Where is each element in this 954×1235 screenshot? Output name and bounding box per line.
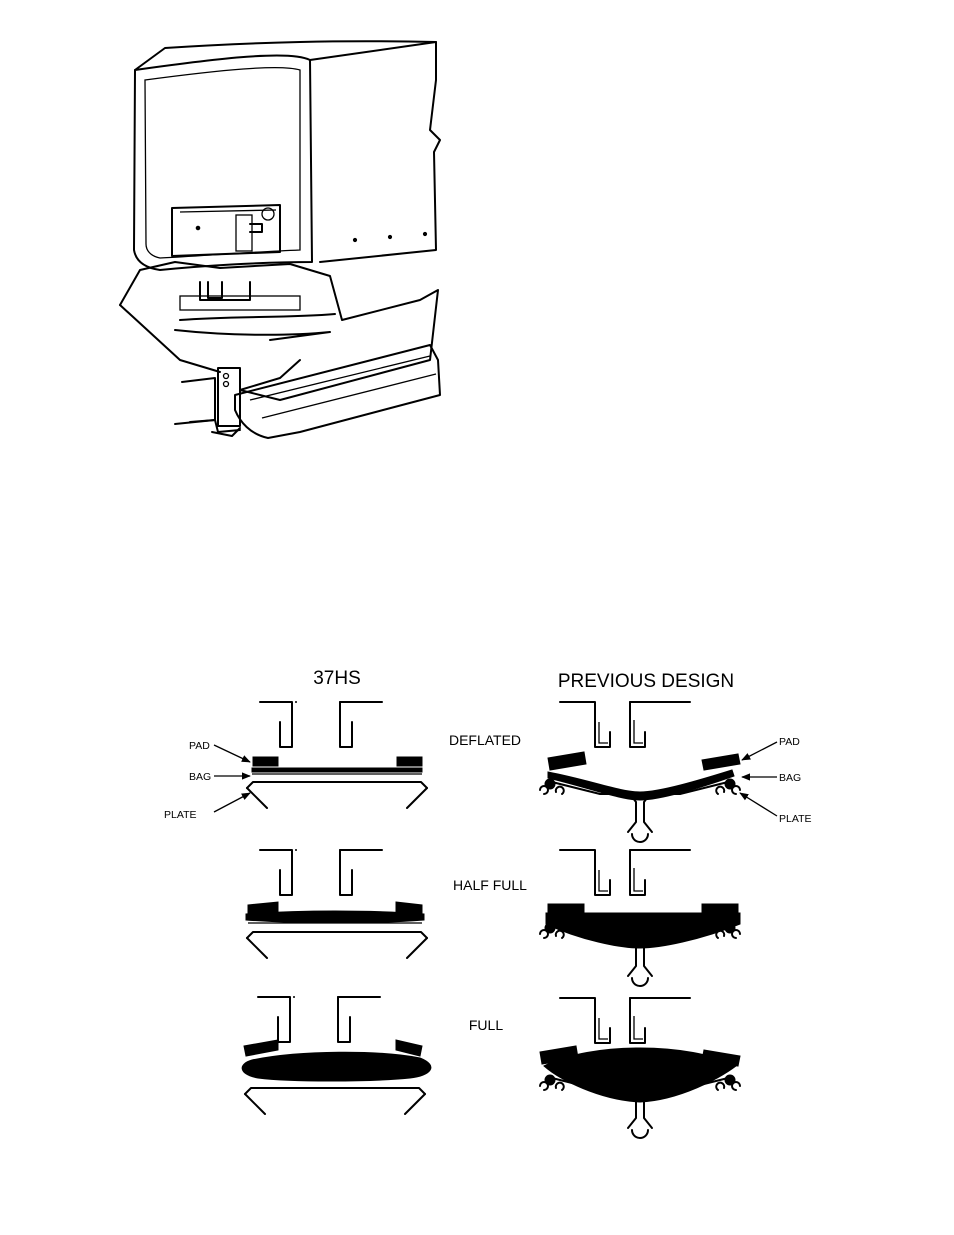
callout-plate-right: PLATE <box>779 813 811 825</box>
bed-isometric-illustration <box>120 41 440 438</box>
callout-bag-left: BAG <box>189 771 211 783</box>
state-full: FULL <box>469 1017 503 1033</box>
37hs-deflated <box>247 702 427 808</box>
callout-pad-right: PAD <box>779 736 800 748</box>
37hs-half-full <box>246 850 427 958</box>
callout-pad-left: PAD <box>189 740 210 752</box>
previous-deflated <box>540 702 740 842</box>
state-half-full: HALF FULL <box>453 877 527 893</box>
right-callouts: PAD BAG PLATE <box>740 736 811 825</box>
previous-half-full <box>540 850 740 986</box>
header-previous-design: PREVIOUS DESIGN <box>558 671 734 692</box>
left-callouts: PAD BAG PLATE <box>164 740 250 821</box>
previous-full <box>540 998 740 1138</box>
37hs-full <box>242 997 431 1114</box>
callout-bag-right: BAG <box>779 772 801 784</box>
callout-plate-left: PLATE <box>164 809 196 821</box>
header-37hs: 37HS <box>313 668 361 689</box>
state-deflated: DEFLATED <box>449 732 521 748</box>
